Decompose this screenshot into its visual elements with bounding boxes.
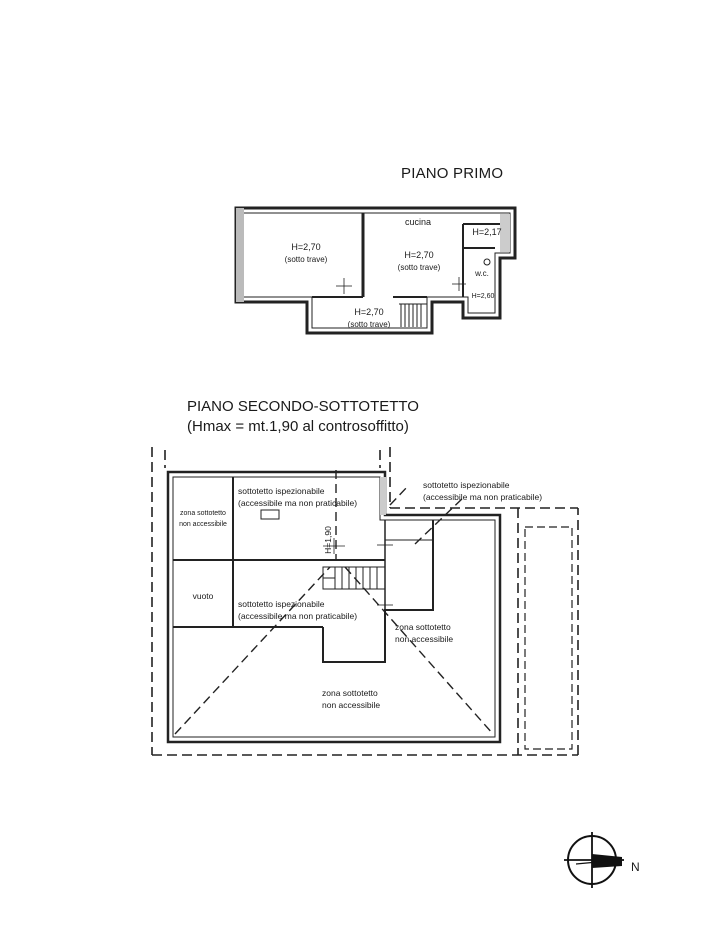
landing-note: (sotto trave) <box>348 320 391 329</box>
first-floor-title: PIANO PRIMO <box>401 165 504 182</box>
kitchen-label: cucina <box>405 217 431 227</box>
zone-right-line1: zona sottotetto <box>395 622 451 632</box>
zone-bottom-line1: zona sottotetto <box>322 688 378 698</box>
small-room-height: H=2,17 <box>472 227 501 237</box>
attic-top-line1: sottotetto ispezionabile <box>238 486 325 496</box>
zone-left-top-line1: zona sottotetto <box>180 510 226 517</box>
room-left-note: (sotto trave) <box>285 255 328 264</box>
zone-right-line2: non accessibile <box>395 634 453 644</box>
first-floor-plan <box>234 206 517 335</box>
second-floor-subtitle: (Hmax = mt.1,90 al controsoffitto) <box>187 418 409 435</box>
second-floor-plan <box>151 447 579 756</box>
second-floor-title: PIANO SECONDO-SOTTOTETTO <box>187 398 419 415</box>
north-arrow-icon <box>564 832 624 888</box>
attic-top-line2: (accessibile ma non praticabile) <box>238 498 357 508</box>
attic-right-line1: sottotetto ispezionabile <box>423 480 510 490</box>
zone-bottom-line2: non accessibile <box>322 700 380 710</box>
attic-right-line2: (accessibile ma non praticabile) <box>423 492 542 502</box>
void-label: vuoto <box>193 591 214 601</box>
landing-height: H=2,70 <box>354 307 383 317</box>
zone-left-top-line2: non accessibile <box>179 521 227 528</box>
kitchen-height: H=2,70 <box>404 250 433 260</box>
wc-height: H=2,60 <box>472 293 495 300</box>
compass-north-label: N <box>631 860 640 874</box>
attic-middle-line2: (accessibile ma non praticabile) <box>238 611 357 621</box>
attic-middle-line1: sottotetto ispezionabile <box>238 599 325 609</box>
height-mark: H=1,90 <box>323 526 333 554</box>
wc-label: w.c. <box>474 269 489 278</box>
kitchen-note: (sotto trave) <box>398 263 441 272</box>
room-left-height: H=2,70 <box>291 242 320 252</box>
